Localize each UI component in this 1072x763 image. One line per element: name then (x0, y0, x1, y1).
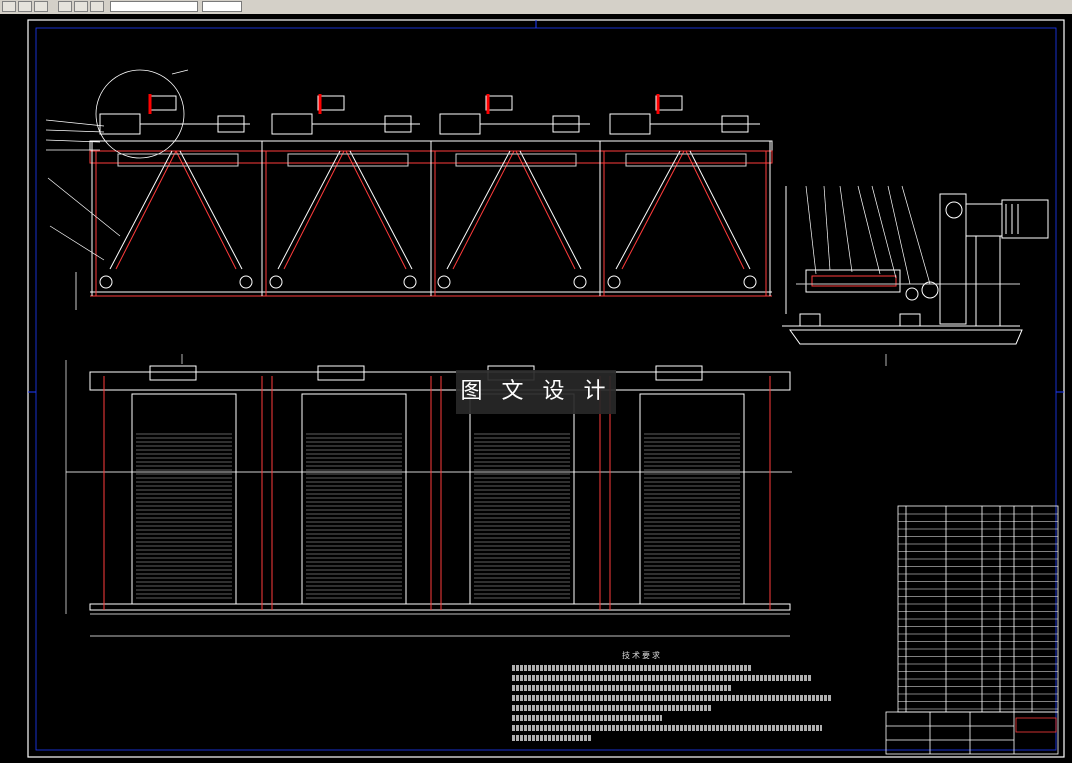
plan-cylinders (149, 365, 703, 381)
title-block (885, 505, 1059, 755)
parts-list (897, 505, 1059, 713)
front-elevation (45, 69, 773, 310)
hanger-bar (287, 153, 409, 167)
leader-lines (45, 69, 189, 261)
layer-dropdown[interactable] (110, 1, 198, 12)
plan-top-rail (89, 371, 791, 391)
watermark-text: 图 文 设 计 (456, 370, 616, 414)
toolbar-button-icon[interactable] (74, 1, 88, 12)
title-cells (885, 711, 1059, 755)
requirement-line (512, 695, 832, 701)
pulley-housing (939, 193, 967, 325)
toolbar-button-icon[interactable] (18, 1, 32, 12)
slat-hatching (136, 433, 740, 599)
requirement-line (512, 715, 662, 721)
requirement-line (512, 675, 812, 681)
parts-list-rows (898, 513, 1058, 710)
detail-circle (95, 69, 185, 159)
linetype-dropdown[interactable] (202, 1, 242, 12)
drawing-canvas[interactable]: 图 文 设 计 技术要求 (0, 14, 1072, 763)
plan-bottom-rail (89, 603, 791, 611)
diagonal-braces (109, 150, 751, 270)
toolbar-button-icon[interactable] (2, 1, 16, 12)
toolbar-button-icon[interactable] (90, 1, 104, 12)
technical-requirements-title: 技术要求 (622, 651, 662, 660)
inner-frame (35, 27, 1057, 751)
red-markers (148, 94, 660, 114)
toolbar-button-icon[interactable] (34, 1, 48, 12)
requirement-line (512, 705, 712, 711)
outer-frame (27, 19, 1065, 758)
requirement-line (512, 725, 822, 731)
requirement-line (512, 685, 732, 691)
drawing-name-cell (1015, 717, 1057, 733)
motor (1001, 199, 1049, 239)
plan-posts (103, 376, 771, 610)
plan-view (65, 354, 792, 637)
side-view (782, 185, 1049, 366)
hanger-bar (117, 153, 239, 167)
drive-units (99, 95, 760, 135)
side-leader-lines (805, 185, 931, 285)
requirement-line (512, 665, 752, 671)
wheels (99, 275, 757, 289)
cad-toolbar (0, 0, 1072, 15)
cad-drawing (27, 19, 1065, 758)
toolbar-button-icon[interactable] (58, 1, 72, 12)
requirement-line (512, 735, 592, 741)
plan-bays (131, 393, 745, 605)
hanger-bar (455, 153, 577, 167)
hanger-bar (625, 153, 747, 167)
columns (91, 141, 771, 296)
side-foundation (789, 329, 1023, 345)
